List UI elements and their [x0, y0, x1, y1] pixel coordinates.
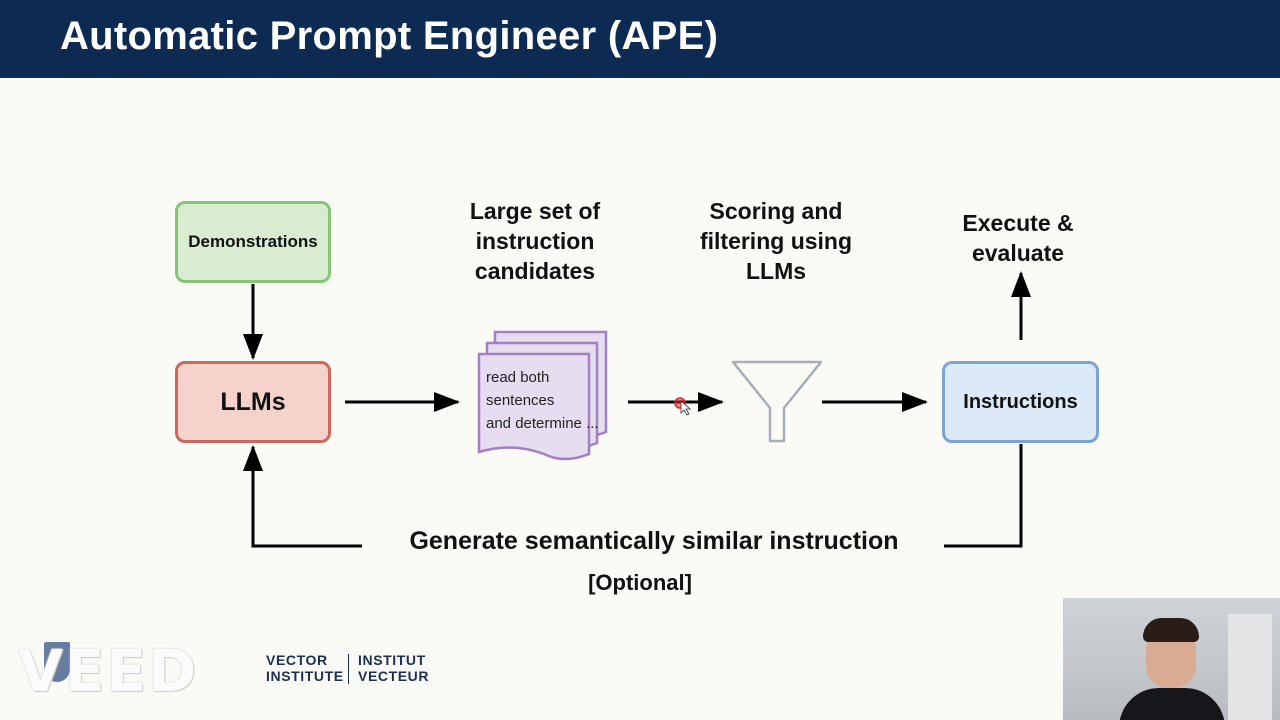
feedback-label: Generate semantically similar instructio… [364, 527, 944, 556]
document-line: sentences [486, 392, 555, 409]
vector-line: VECTOR [266, 652, 328, 668]
heading-line: Scoring and [709, 198, 843, 224]
feedback-path-right [940, 444, 1023, 548]
footer-logos: VEED VECTOR INSTITUTE INSTITUT VECTEUR [18, 640, 438, 702]
funnel-icon [731, 360, 823, 443]
heading-line: filtering using [699, 228, 853, 254]
vector-line: VECTEUR [358, 668, 430, 684]
feedback-path-left [243, 445, 362, 548]
llms-box: LLMs [175, 361, 331, 443]
presenter-hair [1143, 618, 1199, 642]
vector-line: INSTITUT [358, 652, 426, 668]
veed-watermark: VEED [18, 637, 199, 705]
university-crest-icon [44, 642, 70, 682]
document-text: read both sentences and determine ... [486, 366, 610, 435]
vector-institute-name-fr: INSTITUT VECTEUR [358, 652, 429, 684]
mouse-cursor [674, 397, 692, 416]
webcam-background-door [1228, 614, 1272, 720]
document-line: read both [486, 369, 550, 386]
demonstrations-box: Demonstrations [175, 201, 331, 283]
heading-line: LLMs [745, 258, 807, 284]
document-stack-icon [477, 330, 608, 461]
optional-label: [Optional] [588, 570, 692, 595]
heading-line: Execute & [962, 210, 1074, 236]
instructions-label: Instructions [963, 390, 1078, 413]
slide-title: Automatic Prompt Engineer (APE) [60, 14, 719, 58]
execute-heading: Execute & evaluate [930, 208, 1106, 268]
vector-institute-name: VECTOR INSTITUTE [266, 652, 344, 684]
scoring-heading: Scoring and filtering using LLMs [680, 196, 872, 286]
candidates-heading: Large set of instruction candidates [440, 196, 630, 286]
instructions-box: Instructions [942, 361, 1099, 443]
document-line: and determine ... [486, 415, 599, 432]
heading-line: candidates [474, 258, 596, 284]
demonstrations-label: Demonstrations [188, 232, 318, 251]
heading-line: Large set of [469, 198, 601, 224]
logo-divider [348, 654, 349, 684]
heading-line: evaluate [971, 240, 1065, 266]
heading-line: instruction [475, 228, 595, 254]
presenter-webcam [1063, 598, 1280, 720]
title-bar: Automatic Prompt Engineer (APE) [0, 0, 1280, 78]
vector-line: INSTITUTE [266, 668, 344, 684]
llms-label: LLMs [220, 387, 286, 416]
presenter-body [1119, 688, 1225, 720]
